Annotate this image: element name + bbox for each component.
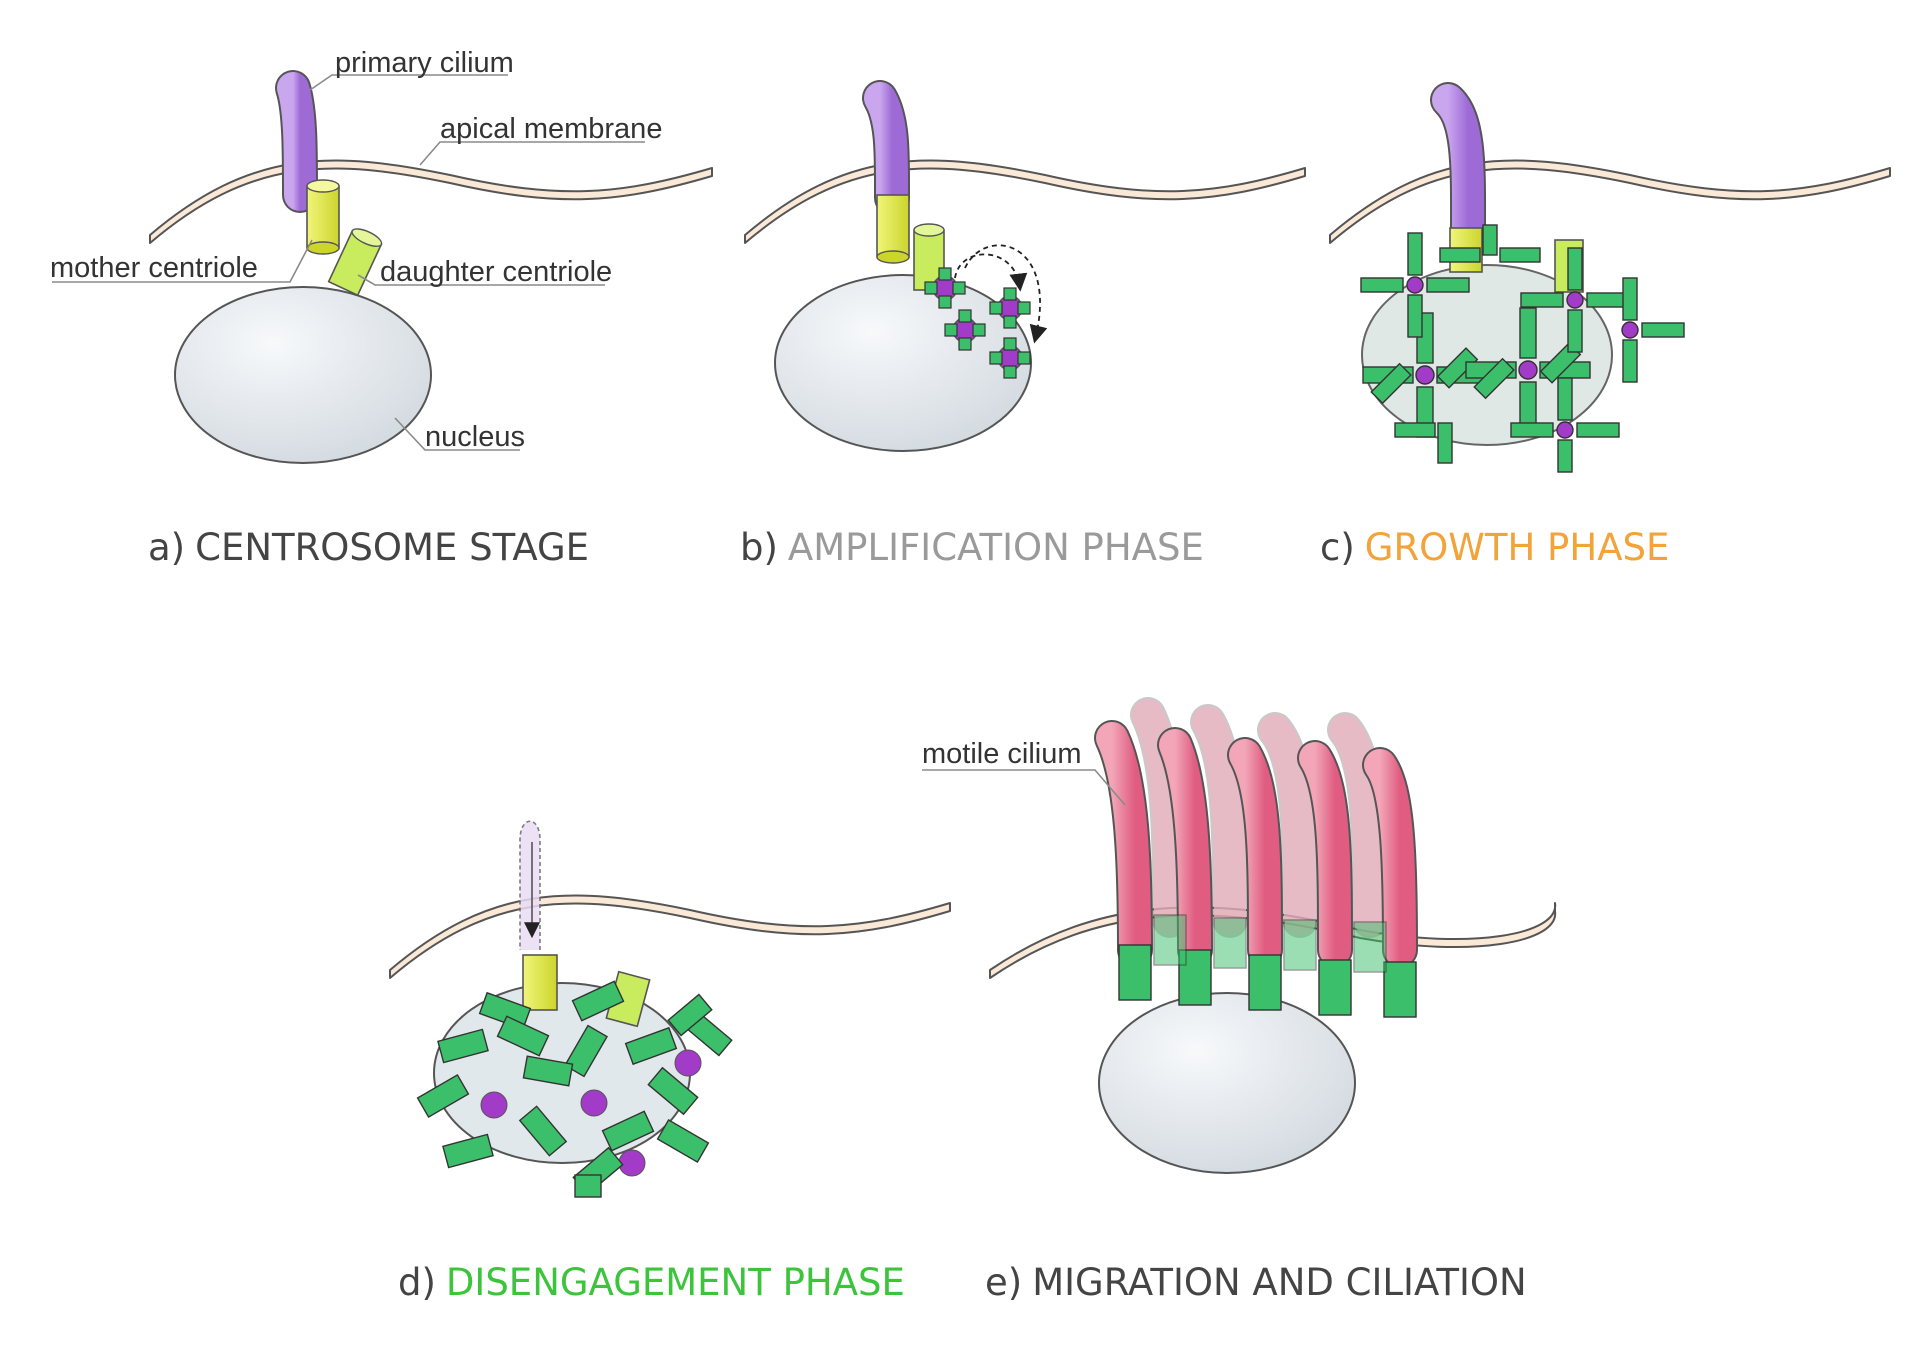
captions: a)CENTROSOME STAGE b)AMPLIFICATION PHASE… xyxy=(148,526,1669,1304)
label-daughter-centriole: daughter centriole xyxy=(380,256,612,288)
caption-d: d)DISENGAGEMENT PHASE xyxy=(398,1261,905,1304)
caption-b-title: AMPLIFICATION PHASE xyxy=(788,526,1204,569)
daughter-centriole xyxy=(327,228,383,297)
label-mother-centriole: mother centriole xyxy=(50,252,258,284)
mother-centriole xyxy=(306,179,340,255)
label-apical-membrane: apical membrane xyxy=(440,113,662,145)
panel-c xyxy=(1329,82,1891,473)
panel-a: primary cilium apical membrane mother ce… xyxy=(50,47,713,464)
label-primary-cilium: primary cilium xyxy=(335,47,514,79)
deuterosome-spheres-d xyxy=(480,1049,702,1177)
caption-e-title: MIGRATION AND CILIATION xyxy=(1032,1261,1527,1304)
primary-cilium-resorbing xyxy=(519,820,541,950)
caption-d-title: DISENGAGEMENT PHASE xyxy=(446,1261,905,1304)
caption-e: e)MIGRATION AND CILIATION xyxy=(985,1261,1527,1304)
basal-bodies-d xyxy=(416,980,733,1198)
label-motile-cilium: motile cilium xyxy=(922,738,1082,770)
label-nucleus: nucleus xyxy=(425,421,525,453)
caption-b: b)AMPLIFICATION PHASE xyxy=(740,526,1204,569)
primary-cilium-c xyxy=(1432,84,1485,251)
rosette-cluster-c xyxy=(1360,224,1685,473)
basal-bodies-e xyxy=(1118,914,1417,1018)
caption-a: a)CENTROSOME STAGE xyxy=(148,526,589,569)
panel-e: motile cilium xyxy=(922,697,1557,1174)
apical-membrane-c xyxy=(1329,159,1891,244)
apical-membrane-d xyxy=(389,894,951,979)
nucleus xyxy=(174,286,432,464)
motile-cilia xyxy=(1094,697,1418,968)
caption-a-title: CENTROSOME STAGE xyxy=(195,526,589,569)
caption-c-title: GROWTH PHASE xyxy=(1365,526,1670,569)
dashed-arrow-icon xyxy=(954,253,1028,292)
apical-membrane xyxy=(149,159,713,244)
apical-membrane-b xyxy=(744,159,1306,244)
panel-d xyxy=(389,820,951,1198)
nucleus-e xyxy=(1098,992,1356,1174)
panel-b xyxy=(744,80,1306,452)
caption-c: c)GROWTH PHASE xyxy=(1320,526,1669,569)
primary-cilium-b xyxy=(864,82,909,214)
